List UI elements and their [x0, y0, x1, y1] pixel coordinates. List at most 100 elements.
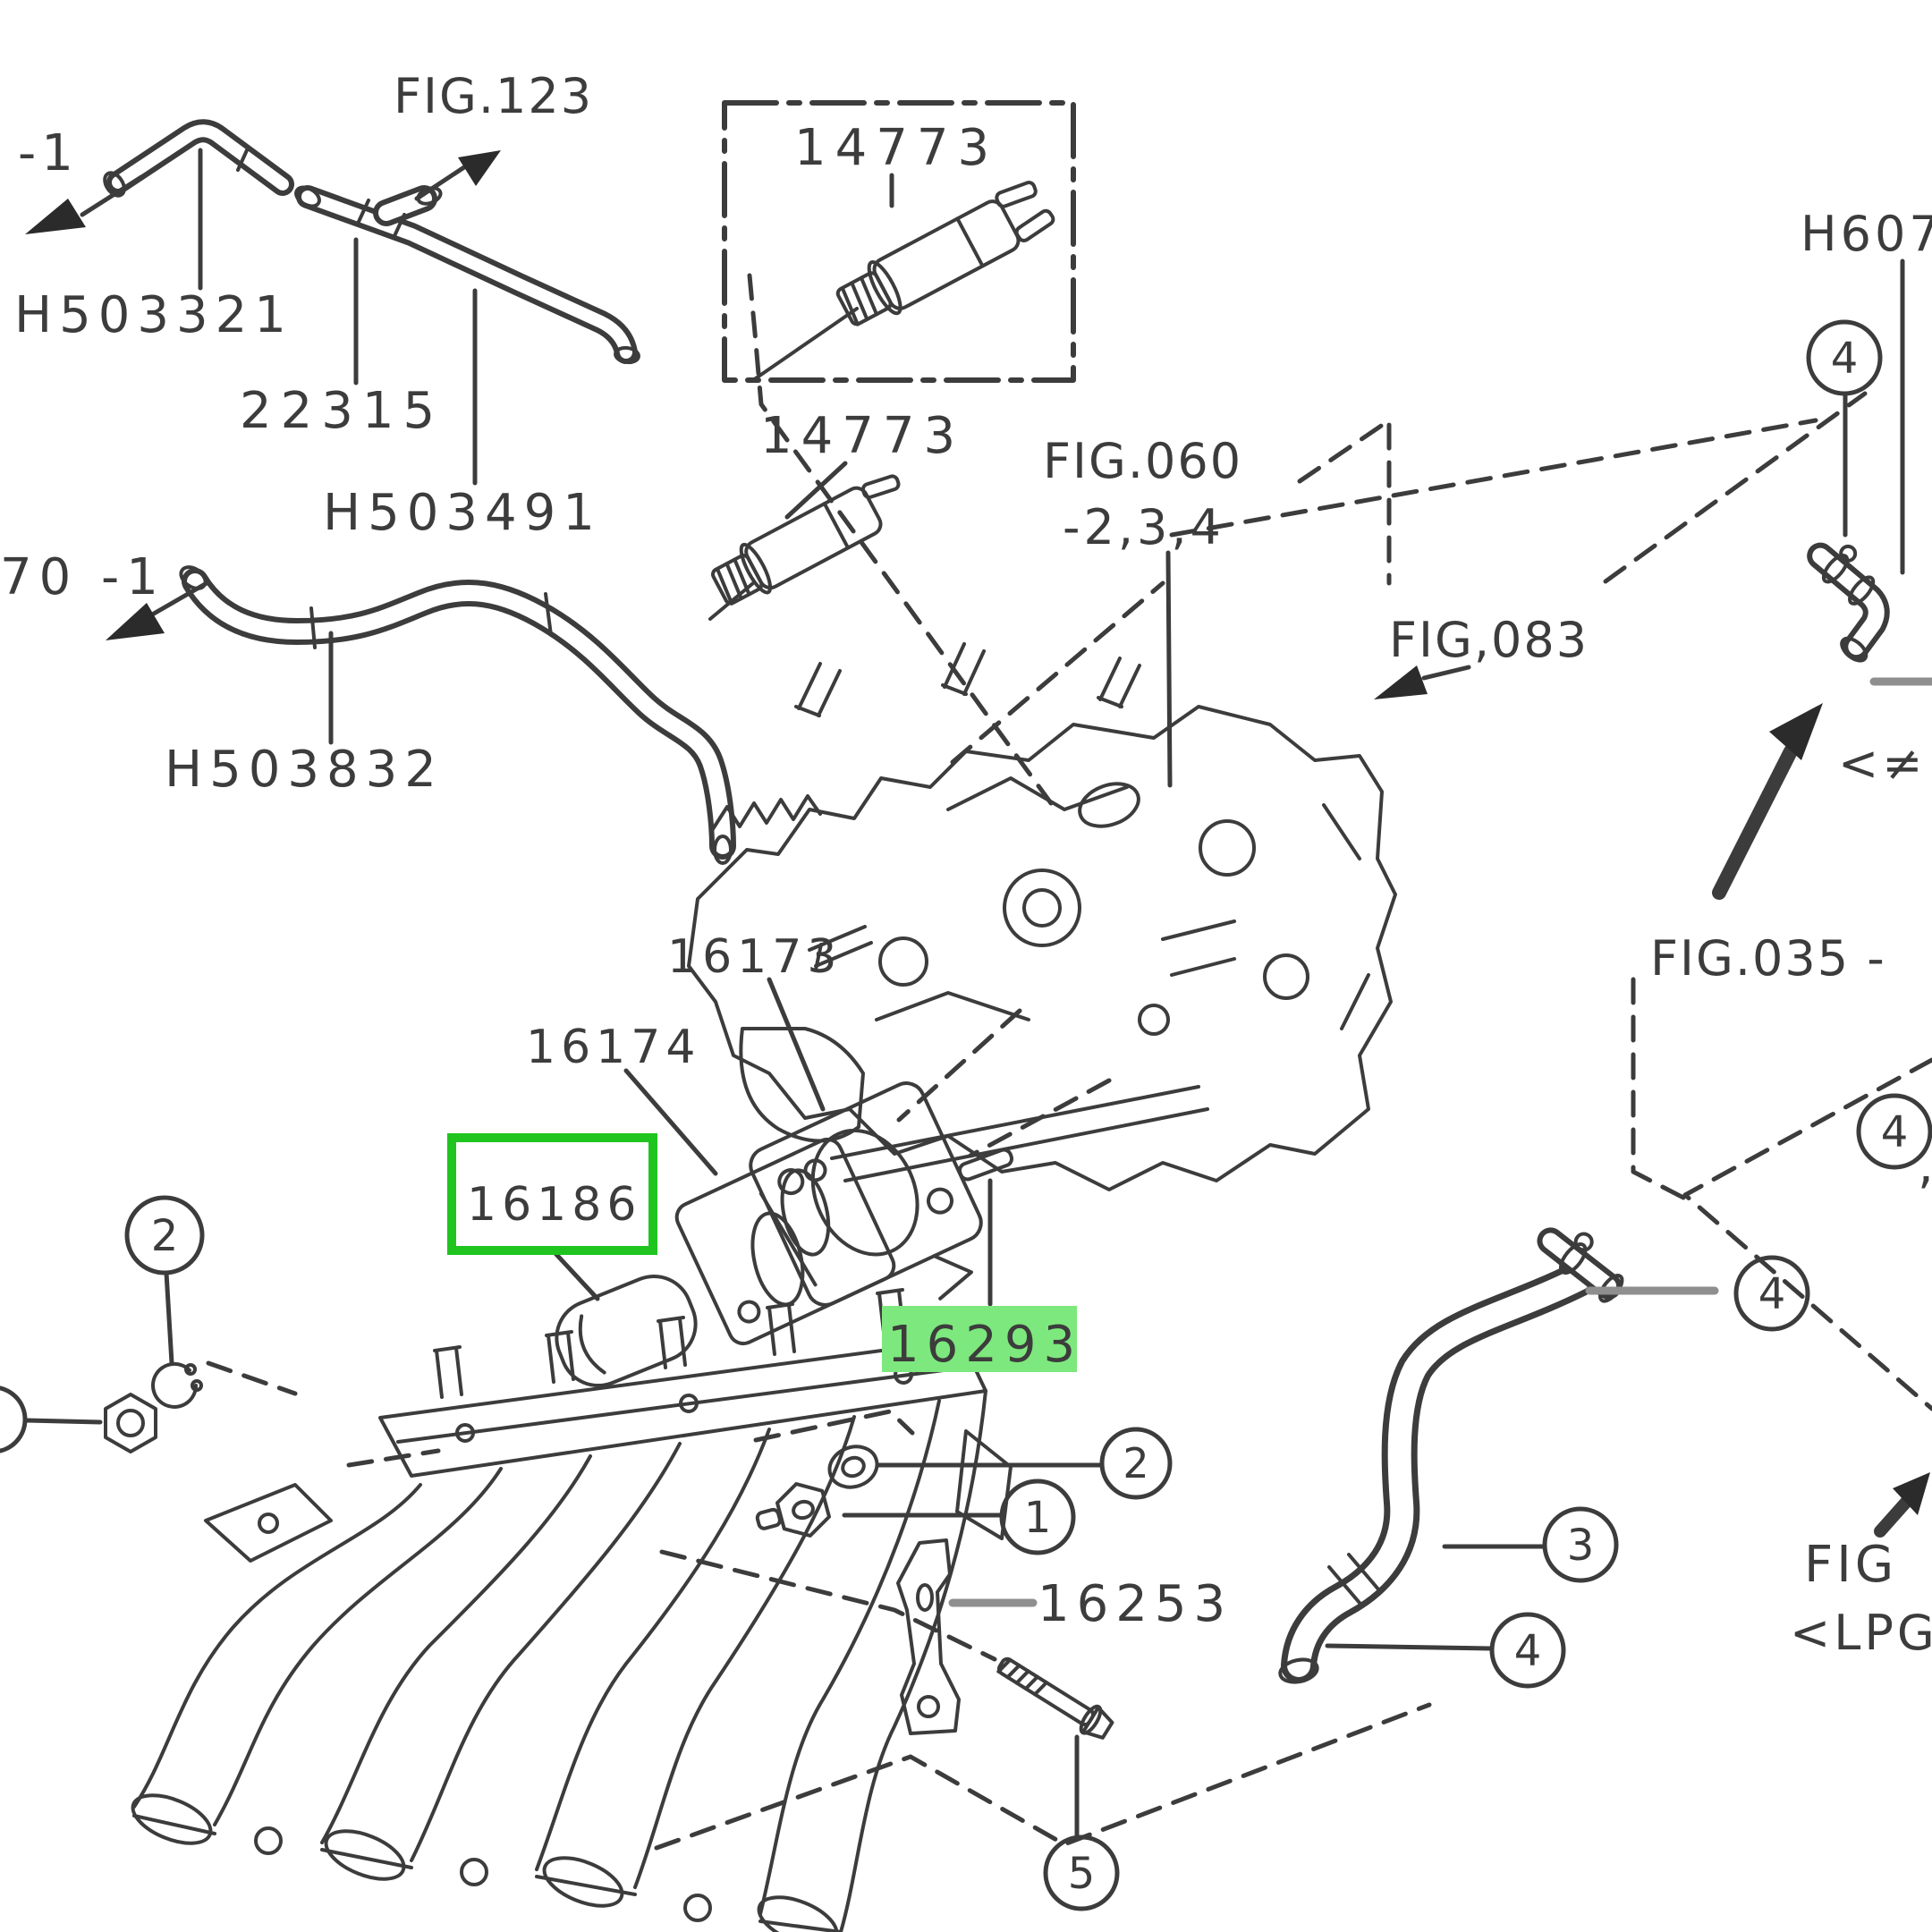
label-16293: 16293 — [887, 1316, 1082, 1374]
label-fig083: FIG,083 — [1389, 612, 1589, 668]
callout-2-circlip: 2 — [124, 1195, 205, 1275]
hose-clamp-tick — [236, 148, 249, 172]
hose-bottom-right — [1278, 1261, 1597, 1684]
leader-hoseend-c4 — [1325, 1643, 1493, 1651]
leader-circlip-c2 — [164, 1270, 174, 1366]
bolt-drawing — [996, 1657, 1114, 1740]
label-h503491: H503491 — [323, 484, 602, 542]
hose-end-cap — [1278, 1657, 1319, 1684]
label-h607: H607 — [1801, 206, 1932, 262]
dash-to-fitting — [1603, 391, 1868, 584]
label-fig060-variants: -2,3,4 — [1063, 499, 1224, 555]
highlight-fill-16293 — [882, 1306, 1077, 1372]
dash-carb-left — [747, 273, 1054, 806]
pipe-open-end — [294, 185, 321, 208]
dash-circlip — [206, 1360, 298, 1396]
dash-washer — [753, 1409, 915, 1443]
hose-h503321 — [103, 119, 294, 198]
label-14773: 14773 — [760, 407, 964, 465]
label-comma-after-4: , — [1918, 1137, 1932, 1195]
label-16173: 16173 — [667, 930, 842, 984]
arrow-top-left — [25, 174, 144, 234]
svg-text:4: 4 — [1881, 1107, 1909, 1157]
nut-drawing — [104, 1393, 157, 1453]
washer-drawing — [827, 1445, 879, 1489]
label-16253: 16253 — [1038, 1575, 1233, 1633]
callout-circle-cut — [0, 1385, 28, 1453]
callout-4-rightedge: 4 — [1856, 1093, 1932, 1170]
arrow-70-1 — [106, 580, 209, 640]
bracket-16253-drawing — [896, 1538, 961, 1735]
label-16186: 16186 — [467, 1178, 641, 1232]
label-angle-note: <≠ — [1838, 735, 1927, 792]
arrow-fig-lpg — [1874, 1472, 1930, 1538]
callout-2-washer: 2 — [1099, 1427, 1173, 1500]
dash-bottom-zigzag — [654, 1702, 1432, 1851]
highlight-box-16186 — [447, 1133, 657, 1255]
svg-text:3: 3 — [1567, 1521, 1595, 1571]
solenoid-valve-14773-boxed — [835, 181, 1055, 326]
circlip-end — [191, 1379, 203, 1392]
dash-manifold-left — [346, 1448, 441, 1468]
callout-1-sensor: 1 — [999, 1479, 1076, 1555]
label-fig060: FIG.060 — [1043, 433, 1242, 489]
dashdot-box-14773 — [722, 100, 1076, 383]
label-lpg-note: <LPG — [1790, 1605, 1932, 1661]
dash-bracket-axis — [659, 1549, 997, 1662]
callout-5-bolt: 5 — [1043, 1835, 1120, 1911]
label-cut-left-70: 70 -1 — [0, 548, 165, 606]
arrow-fig123 — [414, 150, 501, 201]
hose-clamp-tick — [1327, 1553, 1381, 1605]
solenoid-tip-line — [751, 307, 859, 382]
label-cut-left-top: -1 — [18, 124, 79, 182]
circlip-end — [184, 1363, 197, 1376]
dash-right-cross — [1682, 1057, 1932, 1411]
pad-16186-drawing — [555, 1274, 698, 1388]
circlip-drawing — [151, 1361, 198, 1409]
pin-16293-drawing — [957, 1148, 1014, 1182]
gasket-16173-drawing — [749, 1081, 983, 1307]
label-fig035: FIG.035 - — [1650, 930, 1886, 987]
h607-fitting-drawing — [1807, 542, 1890, 663]
label-h503321: H503321 — [14, 286, 293, 344]
svg-text:4: 4 — [1758, 1269, 1786, 1319]
svg-text:2: 2 — [1123, 1439, 1148, 1487]
hose-end-cap — [713, 835, 733, 865]
hose-h503832 — [179, 565, 736, 865]
svg-text:4: 4 — [1514, 1626, 1542, 1676]
callout-4-hoseend: 4 — [1489, 1612, 1566, 1689]
carburetor-drawing — [687, 642, 1397, 1191]
hose-end-cap — [103, 171, 126, 198]
leader-16173 — [767, 977, 826, 1112]
dash-right-boundary — [1631, 977, 1688, 1201]
dash-right-long — [1169, 418, 1818, 538]
label-fig-bottom: FIG — [1804, 1536, 1897, 1594]
svg-text:2: 2 — [151, 1211, 179, 1261]
arrow-fig083 — [1374, 665, 1471, 699]
leader-16186 — [549, 1247, 600, 1301]
solenoid2-tip-line — [708, 581, 755, 621]
hose-clamp-tick — [309, 592, 553, 649]
label-14773-boxed: 14773 — [794, 119, 998, 177]
callout-3-hose: 3 — [1542, 1506, 1619, 1583]
svg-text:5: 5 — [1068, 1849, 1096, 1899]
dash-corner-083 — [1297, 418, 1392, 586]
svg-text:1: 1 — [1024, 1493, 1052, 1543]
callout-4-topright: 4 — [1806, 319, 1883, 396]
svg-text:4: 4 — [1831, 334, 1859, 384]
arrow-fig035 — [1712, 703, 1823, 900]
solenoid-valve-14773 — [711, 474, 901, 606]
leader-14773 — [784, 461, 848, 520]
label-16174: 16174 — [526, 1021, 700, 1074]
dash-pin-2 — [896, 1008, 1022, 1123]
leader-fig060 — [1165, 550, 1173, 788]
leader-cut-callout — [24, 1418, 103, 1425]
dash-carb-upleft — [950, 580, 1165, 765]
pipe-22315-h503491 — [294, 185, 640, 365]
pipe-end-cap — [614, 345, 640, 365]
sensor-drawing — [755, 1482, 831, 1538]
label-h503832: H503832 — [165, 741, 444, 799]
intake-manifold-drawing — [131, 1288, 1013, 1932]
